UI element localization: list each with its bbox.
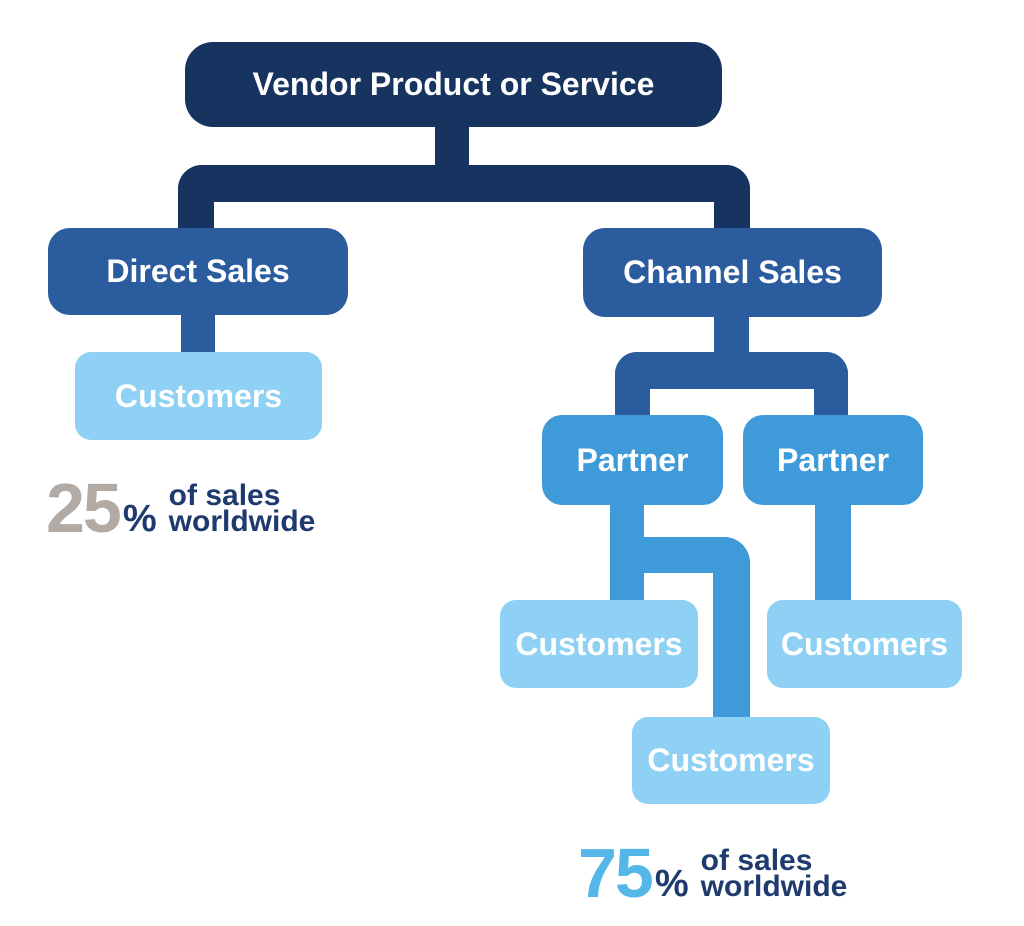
connector-direct-to-customers [181, 313, 215, 354]
stat-direct-caption: of sales worldwide [168, 481, 316, 538]
stat-channel-sales-share: 75 % of sales worldwide [578, 834, 848, 912]
customers-direct-box: Customers [75, 352, 322, 440]
stat-channel-number: 75 [578, 834, 654, 912]
partner-left-box: Partner [542, 415, 723, 505]
channel-sales-box: Channel Sales [583, 228, 882, 317]
connector-partner-left-to-middle-customers [626, 537, 750, 717]
direct-sales-box: Direct Sales [48, 228, 348, 315]
customers-partner-middle-box: Customers [632, 717, 830, 804]
stat-direct-percent-sign: % [122, 498, 157, 540]
stat-direct-sales-share: 25 % of sales worldwide [46, 469, 316, 547]
partner-right-box: Partner [743, 415, 923, 505]
connector-vendor-to-branches [178, 165, 750, 230]
stat-direct-caption-line1: of sales [168, 479, 281, 512]
stat-direct-number: 25 [46, 469, 122, 547]
stat-channel-caption-line2: worldwide [700, 870, 848, 903]
connector-channel-to-partners [615, 352, 848, 415]
stat-channel-percent-sign: % [654, 863, 689, 905]
customers-partner-left-box: Customers [500, 600, 698, 688]
stat-direct-caption-line2: worldwide [168, 505, 316, 538]
connector-partner-right-to-customers [815, 503, 851, 602]
customers-partner-right-box: Customers [767, 600, 962, 688]
connector-channel-stem [714, 315, 749, 354]
stat-channel-caption: of sales worldwide [700, 846, 848, 903]
connector-vendor-stem [435, 125, 469, 167]
stat-channel-caption-line1: of sales [700, 844, 813, 877]
vendor-box: Vendor Product or Service [185, 42, 722, 127]
